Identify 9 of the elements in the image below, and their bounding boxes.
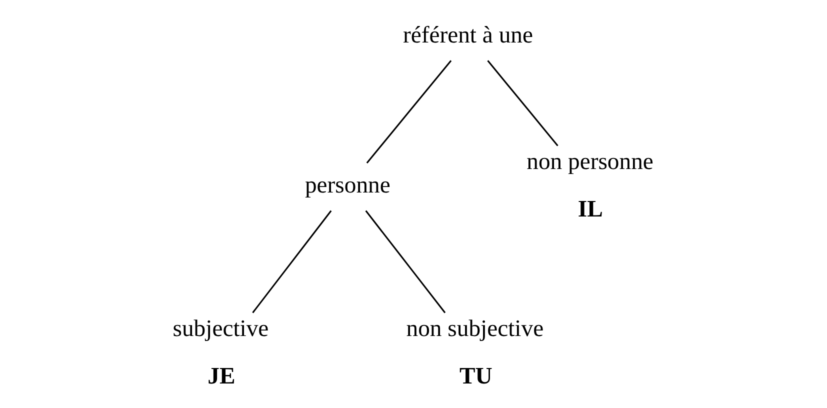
node-text: référent à une xyxy=(402,22,534,49)
connector xyxy=(365,210,446,314)
node-text: non personne IL xyxy=(526,149,654,222)
connector xyxy=(487,60,558,146)
node-text: non subjective TU xyxy=(406,316,544,390)
connector xyxy=(366,60,452,164)
connector xyxy=(252,210,332,314)
node-text: personne xyxy=(304,172,390,199)
node-text: subjective JE xyxy=(172,316,269,390)
